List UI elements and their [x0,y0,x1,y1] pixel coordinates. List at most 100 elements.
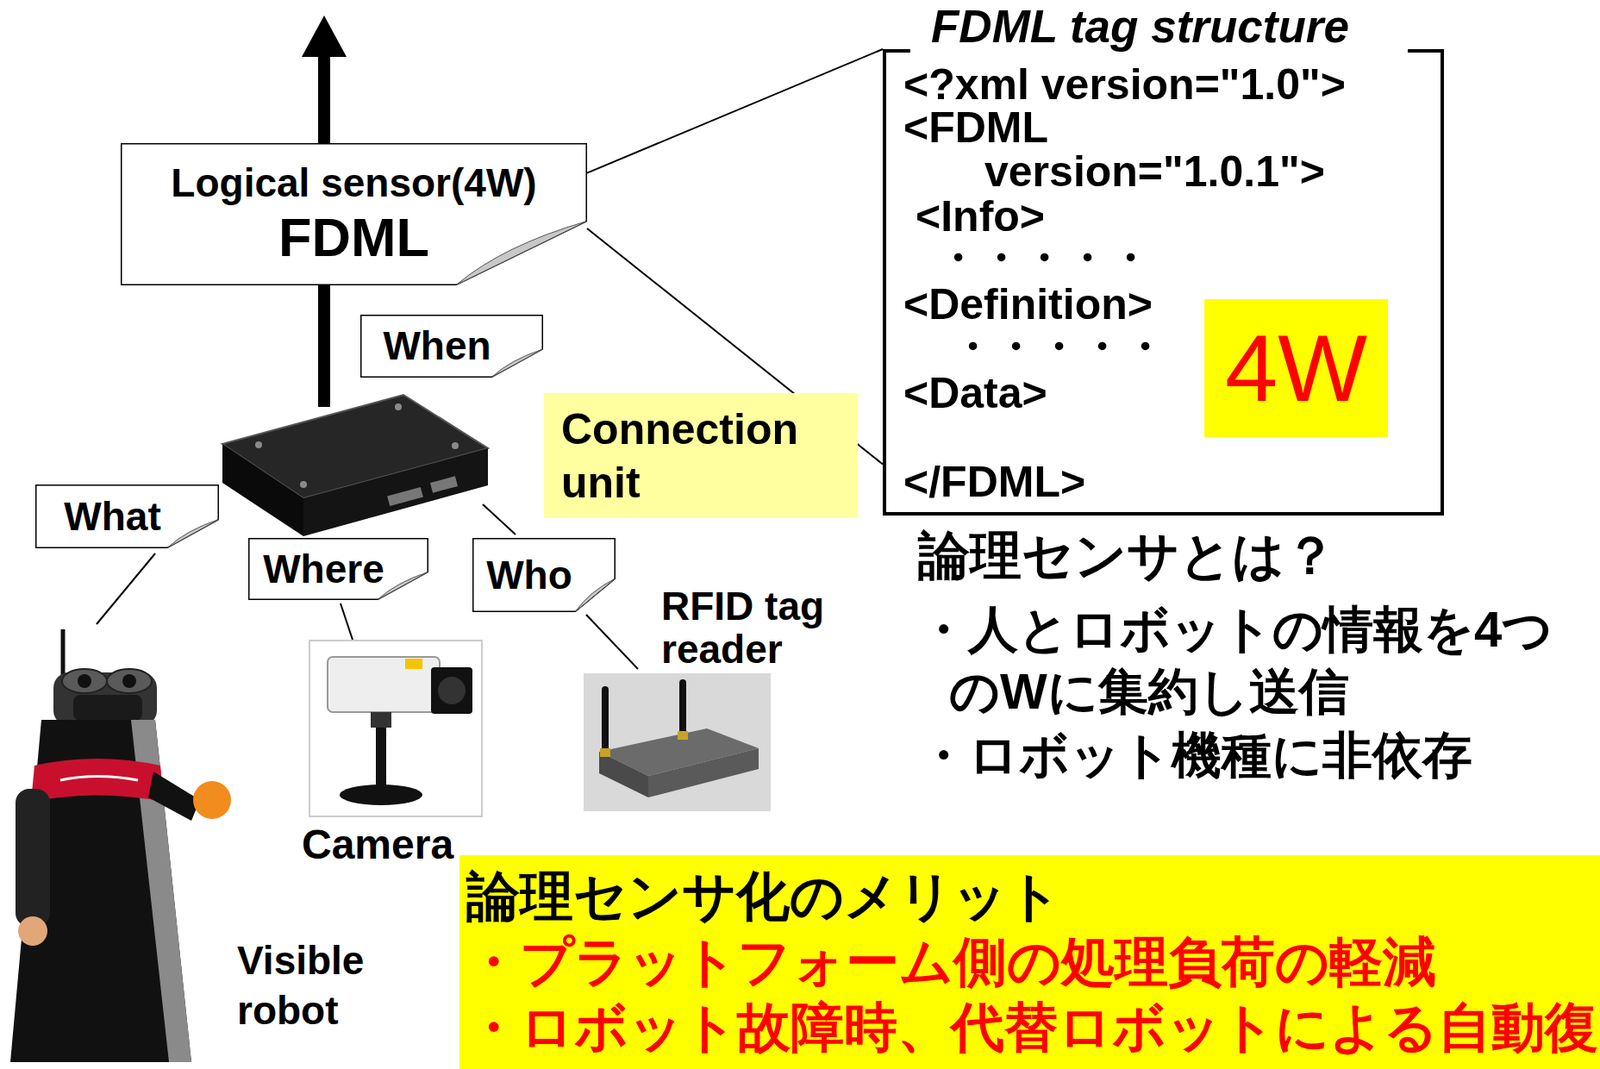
rfid-connector [677,731,688,740]
node-heading: Who [486,552,573,599]
robot-collar-logo [60,776,138,782]
robot-eye [62,668,107,694]
merit-band: 論理センサ化のメリット・プラットフォーム側の処理負荷の軽減・ロボット故障時、代替… [459,855,1600,1069]
text-slot: FDML tag structure [931,0,1350,53]
note-bullet: ・ロボット機種に非依存 [918,724,1473,787]
code-panel: 4WFDML tag structure<?xml version="1.0">… [882,49,1444,516]
camera-base [339,784,423,806]
camera-lens-hood [431,667,473,714]
device-screw [300,481,307,488]
node-heading: 論理センサ化のメリット [466,863,1062,930]
leader-line [96,553,156,625]
device-front [303,448,488,537]
label-slot: 論理センサとは？ [918,525,1337,587]
code-line: ・・・・・ [950,325,1167,369]
connector-line [587,49,883,174]
code-line: <?xml version="1.0"> [903,62,1346,107]
camera-pole [375,727,387,789]
text-slot: ・・・・・ [950,325,1167,369]
device-screw [394,403,402,411]
camera-sticker [405,658,423,669]
robot-collar [31,758,164,802]
callout-note: What [35,484,219,549]
note-shape [473,538,616,613]
label-slot: ・人とロボットの情報を4つ のWに集約し送信 [918,598,1588,723]
code-line: <FDML version="1.0.1"> [903,106,1347,194]
code-line: <Data> [903,371,1048,416]
node-heading: Connection unit [561,402,838,510]
robot-face [73,694,143,721]
code-line: ・・・・・ [936,236,1152,281]
robot-hand [18,916,48,946]
note-shape [36,485,219,549]
robot-lens [122,674,137,688]
label-slot: RFID tag reader [661,584,847,671]
rfid-connector [600,748,611,757]
device-port [430,475,458,493]
note-fold [575,578,616,612]
logical-sensor-note: Logical sensor(4W)FDML [120,143,588,286]
text-slot: <Data> [903,371,1048,416]
device-screw [451,442,459,450]
box-fill [459,855,1600,1069]
label-box: Connection unit [543,393,858,519]
robot-arm [148,771,200,821]
panel-title: FDML tag structure [931,0,1350,53]
picture-label: Visible robot [237,935,388,1036]
node-text: FDML [278,206,430,269]
note-shape [249,538,429,600]
note-fold [492,349,544,377]
code-line: <Info> [915,194,1045,239]
text-slot: <Definition> [903,282,1153,327]
label-slot: Visible robot [237,935,388,1036]
text-slot: <Info> [915,194,1045,239]
device-screw [255,441,263,449]
node-heading: When [382,323,491,369]
robot-hand-ball [193,781,232,819]
picture-label: RFID tag reader [661,584,847,671]
text-slot: ・・・・・ [936,236,1152,281]
label-slot: Camera [301,820,454,869]
box-fill [1204,299,1388,438]
text-slot: <FDML version="1.0.1"> [903,106,1347,194]
code-line: </FDML> [903,460,1086,505]
panel-ground [882,49,1444,516]
text-slot: </FDML> [903,460,1086,505]
robot-arm [15,788,50,927]
rfid-antenna [601,689,609,752]
node-heading: 4W [1225,313,1368,424]
rfid-frame [583,673,771,812]
node-text: ・プラットフォーム側の処理負荷の軽減 [466,929,1437,995]
node-heading: What [63,493,161,540]
leader-line [482,504,516,535]
robot-lens [77,674,92,688]
leader-line [586,614,638,669]
note-shape [121,143,588,286]
note-bullet: ・人とロボットの情報を4つ のWに集約し送信 [918,598,1588,723]
callout-note: Where [248,537,429,600]
note-fold [456,221,588,286]
picture-label: Camera [301,820,454,869]
note-heading: 論理センサとは？ [918,525,1337,587]
rfid-side [599,751,649,798]
robot-eye [106,668,152,694]
robot-body [10,719,192,1063]
code-line: <Definition> [903,282,1153,327]
panel-bracket [884,50,1443,514]
label-slot: ・ロボット機種に非依存 [918,724,1473,787]
node-heading: Logical sensor(4W) [170,160,537,207]
note-fold [167,519,219,549]
robot-antenna [61,629,66,678]
note-fold [377,572,428,600]
node-heading: Where [262,546,385,593]
camera-mount [370,712,392,728]
box-fill [543,393,858,519]
note-shape [361,315,544,378]
node-text: ・ロボット故障時、代替ロボットによる自動復 [466,994,1599,1061]
camera-body [327,656,440,713]
device-side [222,443,304,537]
highlight-box: 4W [1204,299,1388,438]
camera-lens [437,676,466,705]
camera-frame [309,640,482,817]
